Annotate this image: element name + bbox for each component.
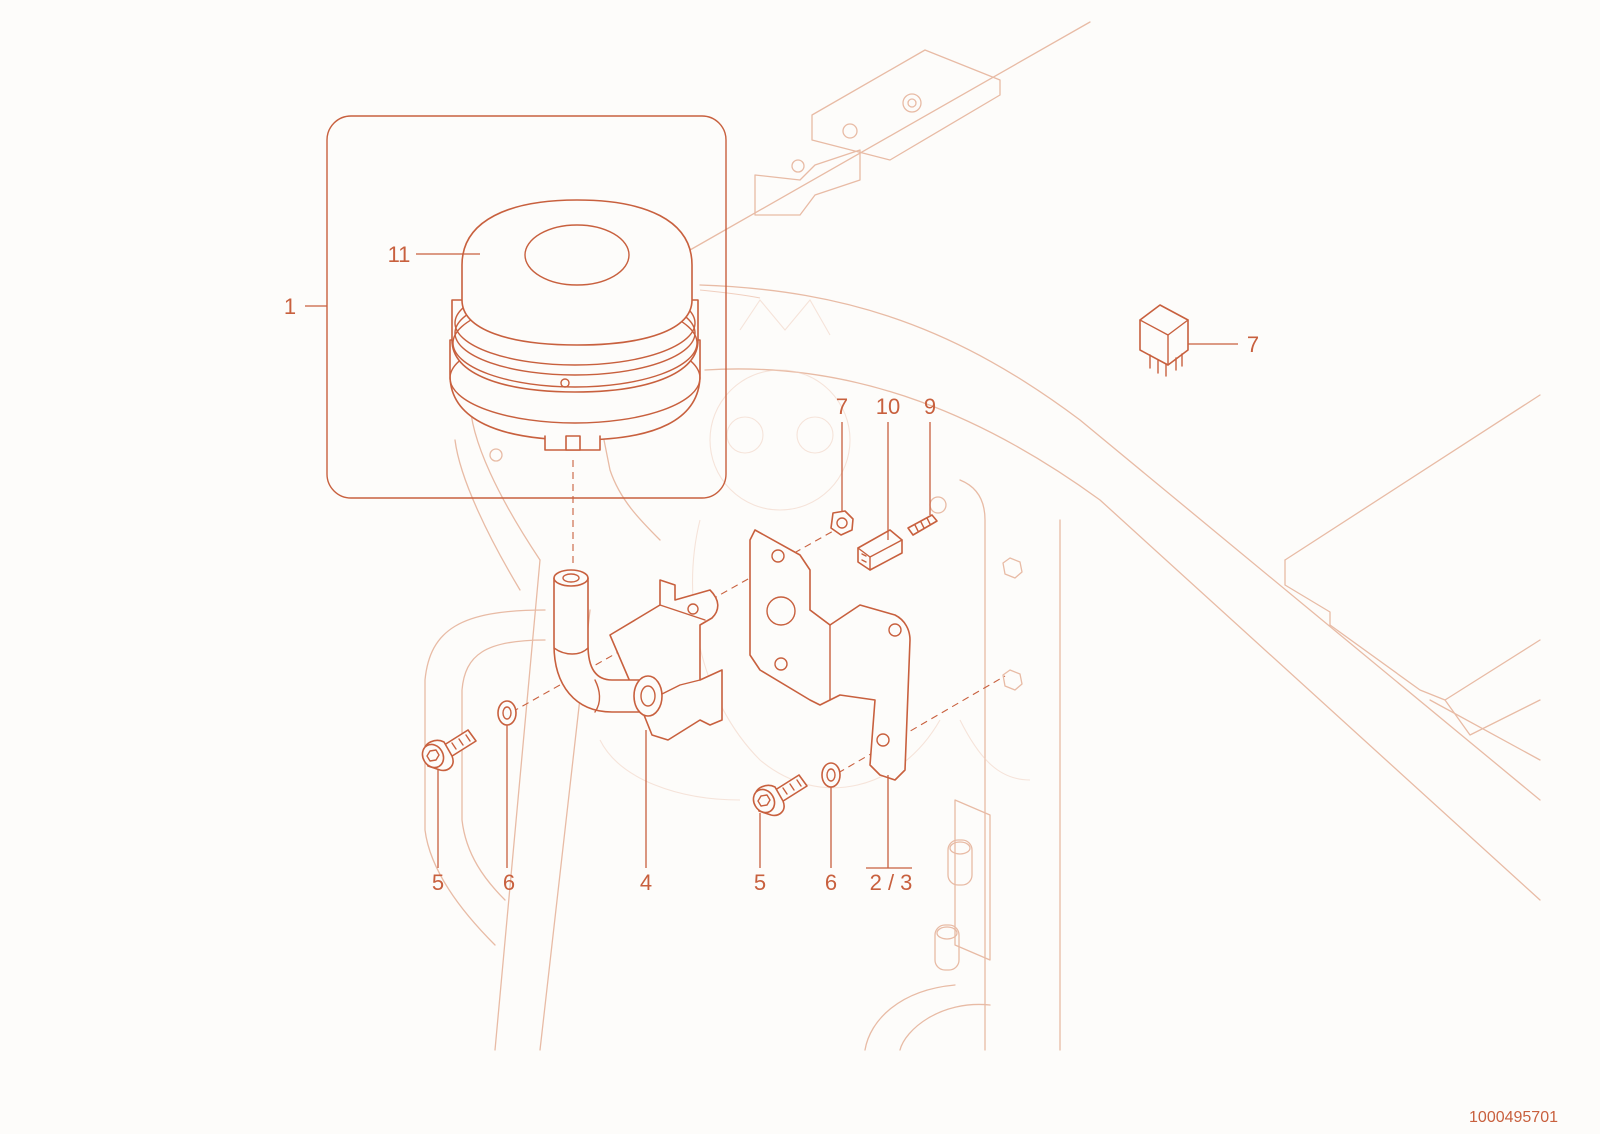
mounting-bracket-plate [749, 529, 911, 781]
washer-right [821, 762, 841, 788]
terminal-pin [907, 514, 938, 536]
horn-mount-bracket [553, 569, 723, 741]
bolt-right [752, 774, 808, 817]
callout-item-2-3: 2 / 3 [870, 870, 913, 895]
relay [1139, 304, 1189, 377]
callout-item-9: 9 [924, 394, 936, 419]
detail-inset-frame [326, 115, 727, 499]
callout-item-7-relay: 7 [1247, 332, 1259, 357]
hex-nut [830, 510, 854, 536]
callout-labels: 1 11 7 7 10 9 5 6 4 5 6 2 / 3 [284, 242, 1259, 895]
leader-lines [305, 253, 1238, 869]
callout-item-5-right: 5 [754, 870, 766, 895]
callout-item-4: 4 [640, 870, 652, 895]
background-vehicle-frame [424, 21, 1541, 1051]
connector-housing [857, 529, 903, 571]
callout-item-1: 1 [284, 294, 296, 319]
assembly-line-right-bolt [837, 675, 1006, 774]
document-number: 1000495701 [1469, 1109, 1558, 1126]
horn-assembly [449, 199, 701, 451]
bolt-left [421, 729, 477, 772]
callout-item-11: 11 [388, 242, 411, 267]
callout-item-6-left: 6 [503, 870, 515, 895]
callout-item-7-nut: 7 [836, 394, 848, 419]
callout-item-5-left: 5 [432, 870, 444, 895]
washer-left [497, 700, 517, 726]
callout-item-10: 10 [876, 394, 900, 419]
callout-item-6-right: 6 [825, 870, 837, 895]
